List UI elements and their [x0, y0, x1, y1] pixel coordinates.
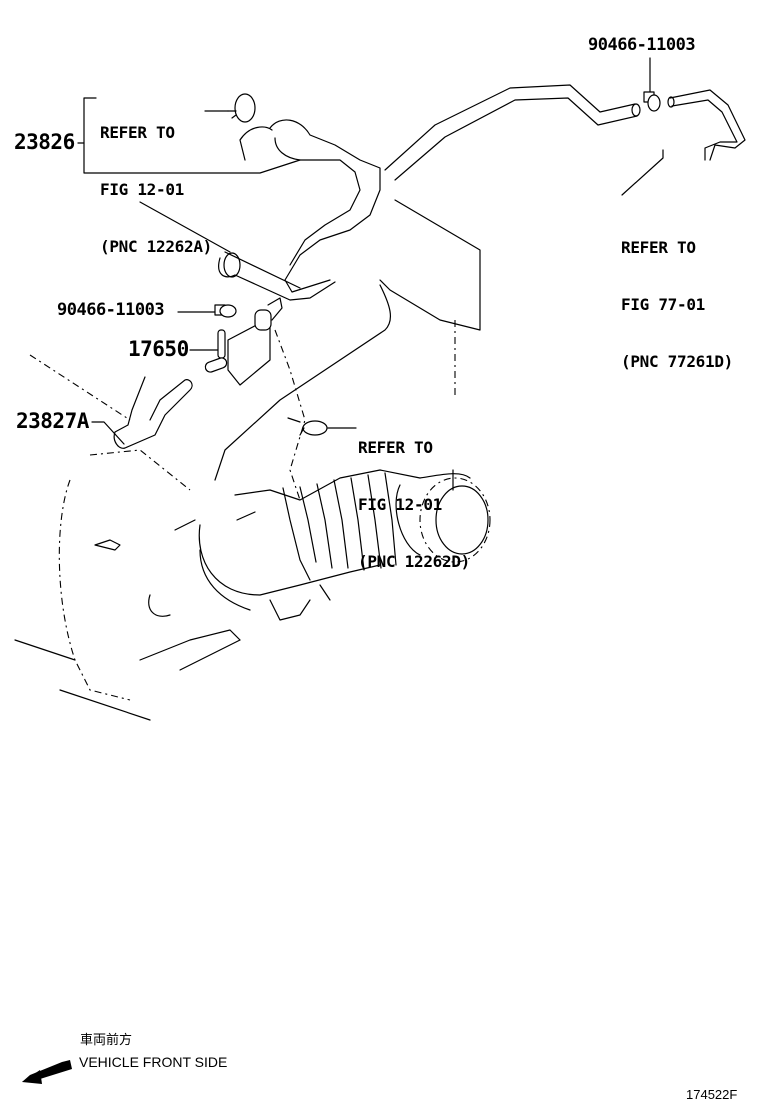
ref-line3: (PNC 77261D) — [621, 352, 733, 371]
vsv-17650-icon — [204, 297, 283, 386]
vehicle-front-label-en: VEHICLE FRONT SIDE — [79, 1054, 228, 1070]
vehicle-front-label-jp: 車両前方 — [80, 1033, 133, 1048]
leader-lines — [77, 57, 664, 491]
arrow-left-down-icon — [22, 1060, 72, 1084]
air-intake-hose — [198, 469, 491, 596]
reference-fig-12-01-a[interactable]: REFER TO FIG 12-01 (PNC 12262A) — [100, 85, 212, 294]
callout-90466-11003-top[interactable]: 90466-11003 — [588, 35, 696, 55]
hose-23827A — [113, 376, 193, 449]
clip-top-icon — [643, 91, 661, 112]
ref-line1: REFER TO — [100, 123, 175, 142]
ref-line2: FIG 12-01 — [358, 495, 442, 514]
callout-23827A[interactable]: 23827A — [16, 409, 89, 433]
vacuum-hose-long — [384, 84, 746, 181]
reference-fig-12-01-d[interactable]: REFER TO FIG 12-01 (PNC 12262D) — [358, 400, 470, 609]
callout-90466-11003-mid[interactable]: 90466-11003 — [57, 300, 165, 320]
hose-23826 — [218, 119, 381, 301]
ref-line3: (PNC 12262A) — [100, 237, 212, 256]
engine-outline — [14, 199, 481, 721]
ref-line1: REFER TO — [358, 438, 433, 457]
reference-fig-77-01[interactable]: REFER TO FIG 77-01 (PNC 77261D) — [621, 200, 733, 409]
clip-ref-a-icon — [227, 93, 256, 123]
ref-line1: REFER TO — [621, 238, 696, 257]
ref-line2: FIG 77-01 — [621, 295, 705, 314]
ref-line3: (PNC 12262D) — [358, 552, 470, 571]
clip-ref-icon — [287, 417, 328, 436]
throttle-body — [94, 511, 331, 661]
callout-23826[interactable]: 23826 — [14, 130, 75, 154]
callout-17650[interactable]: 17650 — [128, 337, 189, 361]
illustration-code: 174522F — [686, 1087, 738, 1102]
ref-line2: FIG 12-01 — [100, 180, 184, 199]
